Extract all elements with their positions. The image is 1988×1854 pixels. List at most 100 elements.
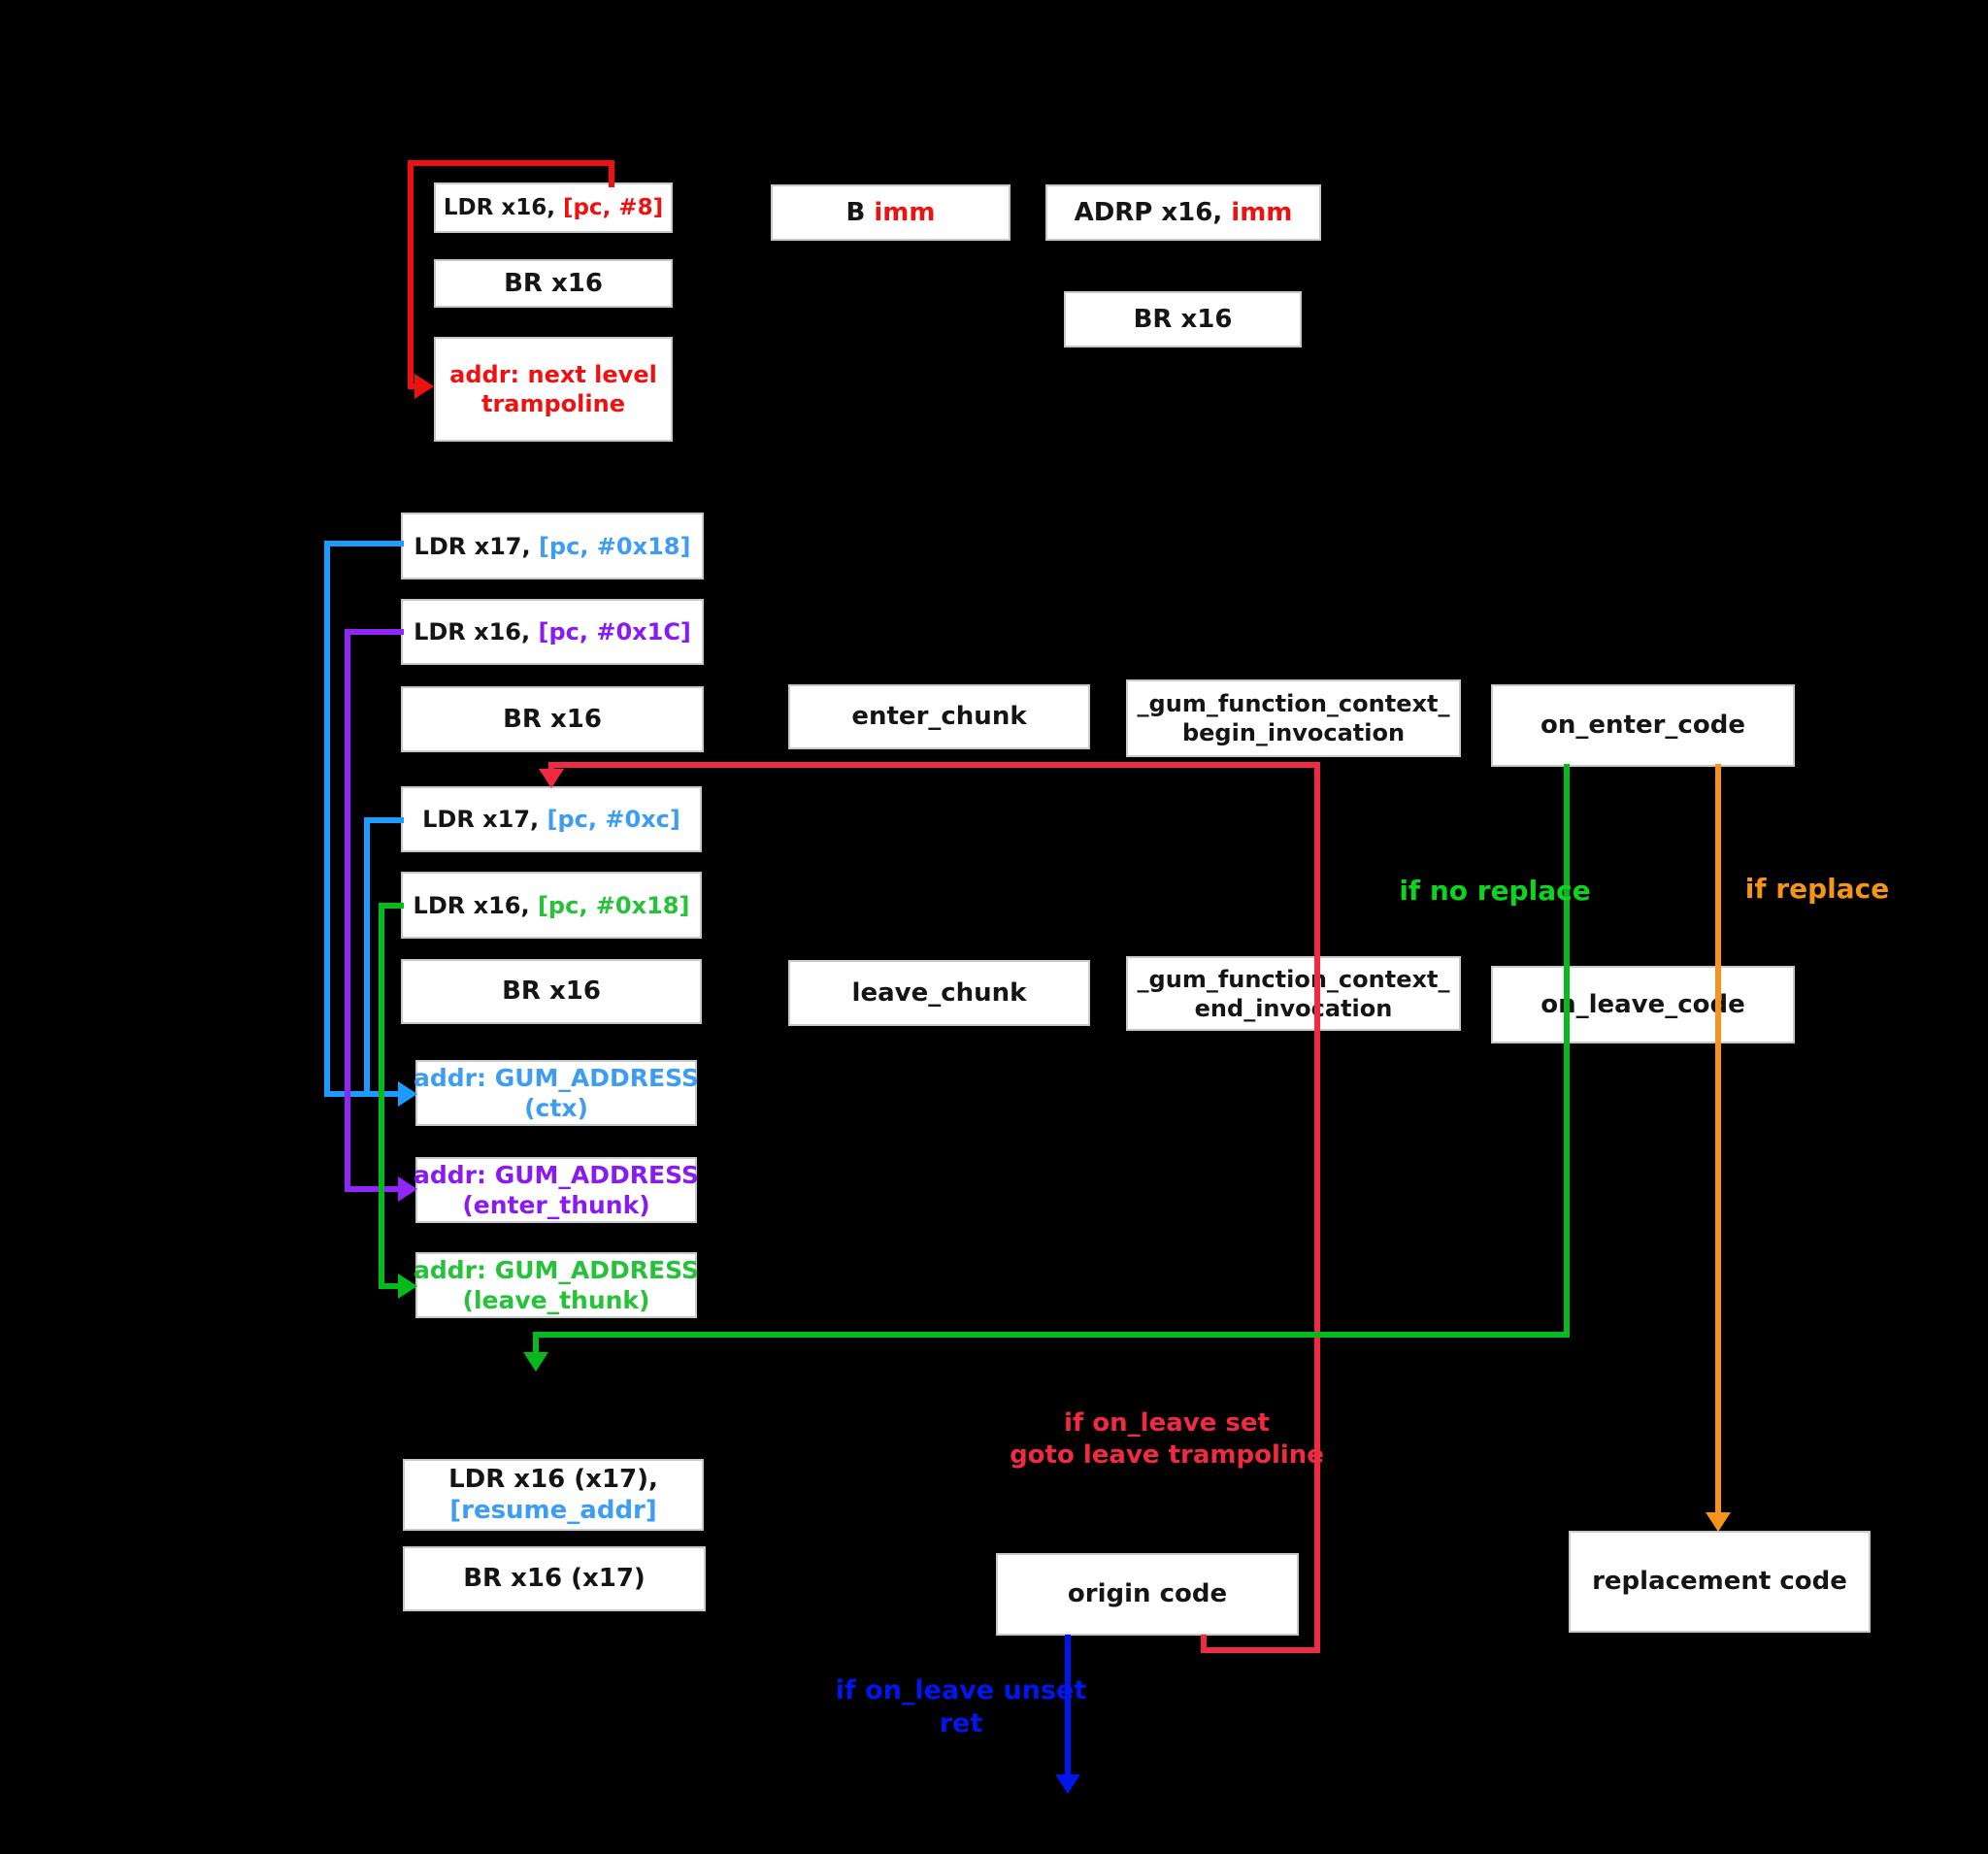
- gum-begin-invocation-box-text: begin_invocation: [1181, 719, 1406, 746]
- blue-ctx-arrow-1-head: [398, 1081, 417, 1107]
- adrp-x16-imm-box-text: ADRP x16,: [1074, 197, 1232, 227]
- green-leave-thunk-arrow: [379, 903, 384, 1289]
- on-enter-code-box-text: on_enter_code: [1541, 711, 1745, 741]
- gum-end-invocation-box-text: _gum_function_context_: [1137, 965, 1450, 993]
- green-leave-thunk-arrow: [379, 903, 404, 909]
- green-no-replace-arrow: [1564, 764, 1570, 1338]
- red-leave-trampoline-arrow: [1314, 762, 1320, 1653]
- b-imm-box-text: B: [845, 197, 875, 227]
- gum-end-invocation-box-text: end_invocation: [1194, 994, 1393, 1022]
- ldr-x16-pc0x1c-box: LDR x16, [pc, #0x1C]: [401, 599, 704, 665]
- red-next-level-arrow: [408, 160, 414, 389]
- addr-next-level-trampoline-box-text: trampoline: [481, 390, 625, 417]
- ldr-resume-addr-box-text: [resume_addr]: [449, 1496, 657, 1525]
- br-x16-top-box: BR x16: [434, 259, 673, 308]
- ldr-x16-pc0x1c-box-text: LDR x16,: [414, 618, 539, 646]
- orange-replace-arrow: [1715, 764, 1721, 1517]
- green-no-replace-arrow: [533, 1332, 1570, 1338]
- addr-gum-address-leave-thunk-box: addr: GUM_ADDRESS(leave_thunk): [414, 1252, 699, 1318]
- red-leave-trampoline-arrow: [1201, 1635, 1207, 1653]
- gum-end-invocation-box: _gum_function_context_end_invocation: [1126, 956, 1461, 1031]
- green-no-replace-arrow-head: [523, 1352, 548, 1372]
- ldr-x16-pc0x18-box-text: [pc, #0x18]: [537, 891, 690, 919]
- orange-replace-arrow-head: [1706, 1512, 1731, 1532]
- addr-gum-address-enter-thunk-box-text: addr: GUM_ADDRESS: [414, 1160, 699, 1189]
- br-x16-adrp-box: BR x16: [1064, 291, 1302, 348]
- blue-ctx-arrow-1: [324, 541, 330, 1097]
- red-leave-trampoline-arrow: [548, 762, 1320, 768]
- red-leave-trampoline-arrow: [1201, 1647, 1320, 1653]
- blue-ctx-arrow-2: [364, 817, 404, 823]
- purple-enter-thunk-arrow: [345, 629, 350, 1192]
- addr-gum-address-ctx-box: addr: GUM_ADDRESS(ctx): [414, 1060, 699, 1126]
- if-replace-label: if replace: [1745, 872, 1889, 906]
- enter-chunk-box: enter_chunk: [788, 684, 1090, 749]
- if-on-leave-unset-label-line: if on_leave unset: [835, 1675, 1087, 1705]
- addr-gum-address-leave-thunk-box-text: addr: GUM_ADDRESS: [414, 1255, 699, 1284]
- replacement-code-box: replacement code: [1569, 1531, 1871, 1633]
- addr-gum-address-enter-thunk-box-text: (enter_thunk): [462, 1191, 650, 1219]
- addr-next-level-trampoline-box-text: addr: next level: [449, 361, 657, 388]
- green-no-replace-arrow: [533, 1332, 539, 1357]
- ldr-x17-pc0xc-box-text: [pc, #0xc]: [547, 806, 680, 833]
- br-x16-leave-box: BR x16: [401, 959, 702, 1024]
- purple-enter-thunk-arrow-head: [398, 1176, 417, 1202]
- ldr-x17-pc0x18-box: LDR x17, [pc, #0x18]: [401, 513, 704, 579]
- addr-gum-address-ctx-box-text: (ctx): [524, 1094, 588, 1122]
- ldr-x16-pc8-box-text: [pc, #8]: [562, 194, 664, 220]
- ldr-x16-pc0x1c-box-text: [pc, #0x1C]: [538, 618, 691, 646]
- origin-code-box: origin code: [996, 1553, 1299, 1636]
- origin-code-box-text: origin code: [1067, 1579, 1228, 1609]
- adrp-x16-imm-box: ADRP x16, imm: [1045, 184, 1321, 241]
- leave-chunk-box-text: leave_chunk: [851, 977, 1027, 1008]
- red-next-level-arrow: [408, 160, 614, 166]
- if-on-leave-set-label-line: if on_leave set: [1064, 1408, 1270, 1438]
- if-on-leave-unset-label-line: ret: [939, 1707, 983, 1738]
- addr-gum-address-ctx-box-text: addr: GUM_ADDRESS: [414, 1063, 699, 1092]
- b-imm-box-text: imm: [874, 197, 936, 227]
- red-next-level-arrow: [408, 383, 419, 389]
- ldr-x16-pc0x18-box-text: LDR x16,: [413, 891, 538, 919]
- blue-ctx-arrow-1: [324, 1091, 403, 1097]
- br-x16-adrp-box-text: BR x16: [1133, 304, 1233, 334]
- br-x16-x17-box-text: BR x16 (x17): [463, 1564, 646, 1594]
- if-replace-label-line: if replace: [1744, 873, 1890, 905]
- br-x16-top-box-text: BR x16: [504, 268, 603, 298]
- on-leave-code-box: on_leave_code: [1491, 966, 1795, 1043]
- ldr-x17-pc0x18-box-text: [pc, #0x18]: [538, 532, 691, 560]
- ldr-x17-pc0xc-box: LDR x17, [pc, #0xc]: [401, 786, 702, 852]
- on-leave-code-box-text: on_leave_code: [1541, 989, 1745, 1019]
- blue-ctx-arrow-2: [364, 817, 370, 1094]
- ldr-resume-addr-box-text: LDR x16 (x17),: [448, 1464, 658, 1494]
- adrp-x16-imm-box-text: imm: [1231, 197, 1293, 227]
- ldr-x16-pc0x18-box: LDR x16, [pc, #0x18]: [401, 872, 702, 939]
- blue-ctx-arrow-1: [324, 541, 404, 546]
- leave-chunk-box: leave_chunk: [788, 960, 1090, 1026]
- red-leave-trampoline-arrow-head: [539, 769, 564, 788]
- ldr-x16-pc8-box: LDR x16, [pc, #8]: [434, 182, 673, 233]
- red-leave-trampoline-arrow: [548, 762, 554, 774]
- on-enter-code-box: on_enter_code: [1491, 684, 1795, 767]
- red-next-level-arrow-head: [414, 374, 434, 399]
- ldr-x17-pc0x18-box-text: LDR x17,: [414, 532, 539, 560]
- replacement-code-box-text: replacement code: [1592, 1567, 1847, 1597]
- gum-begin-invocation-box: _gum_function_context_begin_invocation: [1126, 679, 1461, 757]
- green-leave-thunk-arrow: [379, 1283, 403, 1289]
- blue-ret-arrow: [1065, 1635, 1071, 1779]
- br-x16-leave-box-text: BR x16: [502, 977, 601, 1007]
- gum-begin-invocation-box-text: _gum_function_context_: [1137, 690, 1450, 717]
- blue-ret-arrow-head: [1055, 1774, 1080, 1794]
- ldr-x16-pc8-box-text: LDR x16,: [443, 194, 563, 220]
- purple-enter-thunk-arrow: [345, 629, 404, 635]
- ldr-x17-pc0xc-box-text: LDR x17,: [422, 806, 547, 833]
- br-x16-x17-box: BR x16 (x17): [403, 1546, 706, 1611]
- br-x16-enter-box-text: BR x16: [503, 704, 602, 734]
- br-x16-enter-box: BR x16: [401, 686, 704, 752]
- if-on-leave-set-label-line: goto leave trampoline: [1010, 1440, 1324, 1470]
- b-imm-box: B imm: [771, 184, 1011, 241]
- ldr-resume-addr-box: LDR x16 (x17),[resume_addr]: [403, 1459, 704, 1531]
- addr-gum-address-enter-thunk-box: addr: GUM_ADDRESS(enter_thunk): [414, 1157, 699, 1223]
- enter-chunk-box-text: enter_chunk: [851, 702, 1027, 732]
